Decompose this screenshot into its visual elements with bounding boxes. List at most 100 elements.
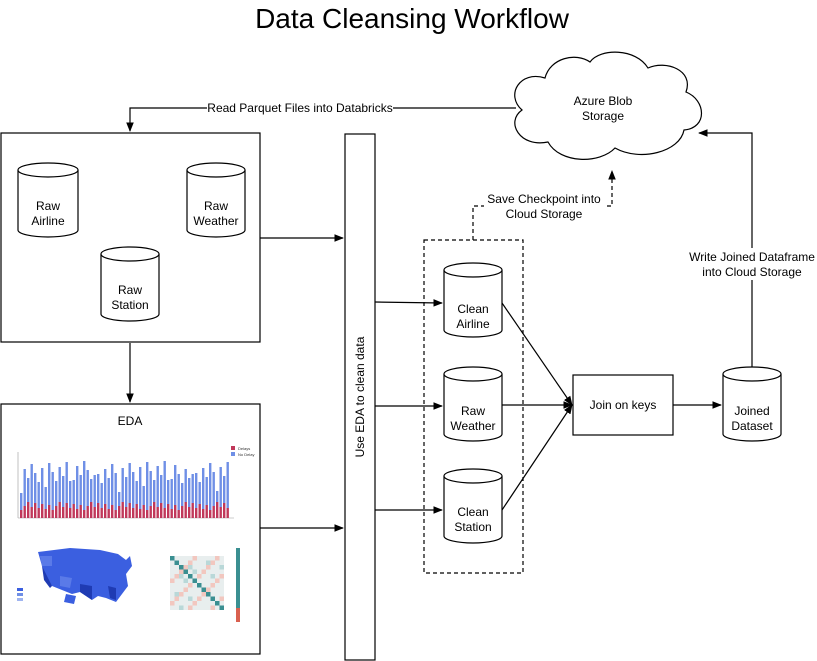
heatmap-cell [219, 592, 224, 597]
azure-label-2: Storage [582, 109, 624, 123]
eda-bar-delay [219, 507, 222, 518]
eda-bar [100, 483, 103, 508]
heatmap-cell [201, 596, 206, 601]
heatmap-cell [201, 565, 206, 570]
heatmap-cell [183, 583, 188, 588]
heatmap-cell [201, 592, 206, 597]
heatmap-cell [197, 605, 202, 610]
heatmap-cell [192, 587, 197, 592]
heatmap-cell [188, 560, 193, 565]
clean-airline-cylinder: Clean Airline [443, 262, 503, 338]
eda-bar-delay [51, 510, 54, 518]
arrow-joined-to-azure [698, 129, 753, 367]
heatmap-cell [197, 601, 202, 606]
raw-station-cylinder: Raw Station [100, 246, 160, 322]
eda-bar-delay [62, 507, 65, 518]
eda-bar [149, 471, 152, 506]
heatmap-cell [192, 592, 197, 597]
heatmap-cell [188, 574, 193, 579]
arrow-clean-airline-to-join [501, 302, 573, 406]
eda-bar [177, 474, 180, 510]
legend-delays: Delays [238, 446, 250, 451]
eda-bar [76, 466, 79, 509]
heatmap-cell [179, 569, 184, 574]
diagram-title: Data Cleansing Workflow [255, 3, 570, 34]
eda-bar [188, 478, 191, 507]
heatmap-cell [192, 574, 197, 579]
raw-station-label-1: Raw [118, 283, 142, 297]
eda-bar-delay [121, 502, 124, 518]
heatmap-cell [170, 574, 175, 579]
eda-bar-delay [212, 506, 215, 518]
heatmap-cell [170, 560, 175, 565]
heatmap-cell [197, 587, 202, 592]
eda-bar-delay [23, 506, 26, 518]
eda-bar [107, 478, 110, 509]
heatmap-cell [170, 583, 175, 588]
heatmap-cell [210, 605, 215, 610]
eda-bar [226, 462, 229, 508]
eda-bar-delay [226, 508, 229, 518]
eda-bar-delay [167, 504, 170, 518]
eda-bar-delay [191, 503, 194, 518]
join-label: Join on keys [590, 398, 657, 412]
heatmap-cell [188, 583, 193, 588]
eda-bar-delay [41, 504, 44, 518]
eda-bar-delay [27, 502, 30, 518]
eda-bar [156, 466, 159, 507]
eda-bar-delay [156, 507, 159, 518]
eda-bar-delay [72, 504, 75, 518]
raw-weather-label-1: Raw [204, 199, 228, 213]
clean-station-label-1: Clean [457, 505, 488, 519]
edge-label-save-checkpoint-2: Cloud Storage [506, 207, 583, 221]
eda-bar [23, 469, 26, 506]
heatmap-cell [215, 565, 220, 570]
heatmap-cell [188, 592, 193, 597]
heatmap-cell [201, 569, 206, 574]
eda-bar [216, 491, 219, 502]
eda-bar [62, 476, 65, 507]
eda-bar-delay [83, 510, 86, 518]
heatmap-cell [215, 596, 220, 601]
heatmap-cell [197, 560, 202, 565]
heatmap-cell [219, 578, 224, 583]
eda-bar-delay [202, 509, 205, 518]
raw-weather-label-2: Weather [193, 214, 238, 228]
eda-bar-delay [142, 505, 145, 518]
eda-bar-delay [58, 502, 61, 518]
heatmap-cell [174, 569, 179, 574]
eda-bar-delay [174, 505, 177, 518]
eda-bar-delay [86, 506, 89, 518]
heatmap-cell [174, 560, 179, 565]
eda-bar-delay [125, 507, 128, 518]
process-bar-label: Use EDA to clean data [353, 336, 367, 457]
heatmap-cell [206, 596, 211, 601]
heatmap-cell [188, 596, 193, 601]
eda-bar [170, 479, 173, 509]
heatmap-cell [201, 578, 206, 583]
arrow-process-to-clean-airline [374, 299, 443, 307]
heatmap-cell [210, 587, 215, 592]
heatmap-cell [210, 601, 215, 606]
heatmap-cell [219, 556, 224, 561]
eda-bar [114, 473, 117, 510]
heatmap-cell [188, 569, 193, 574]
heatmap-cell [188, 565, 193, 570]
eda-bar-delay [111, 505, 114, 518]
eda-bar [223, 476, 226, 503]
heatmap-cell [170, 601, 175, 606]
heatmap-cell [197, 565, 202, 570]
heatmap-cell [170, 587, 175, 592]
eda-bar-delay [48, 505, 51, 518]
eda-bar [219, 467, 222, 507]
heatmap-cell [192, 583, 197, 588]
eda-bar-delay [69, 508, 72, 518]
heatmap-cell [210, 596, 215, 601]
heatmap-cell [170, 605, 175, 610]
heatmap-cell [174, 574, 179, 579]
eda-box [0, 403, 261, 655]
eda-bar-delay [205, 505, 208, 518]
heatmap-cell [192, 556, 197, 561]
heatmap-cell [192, 560, 197, 565]
